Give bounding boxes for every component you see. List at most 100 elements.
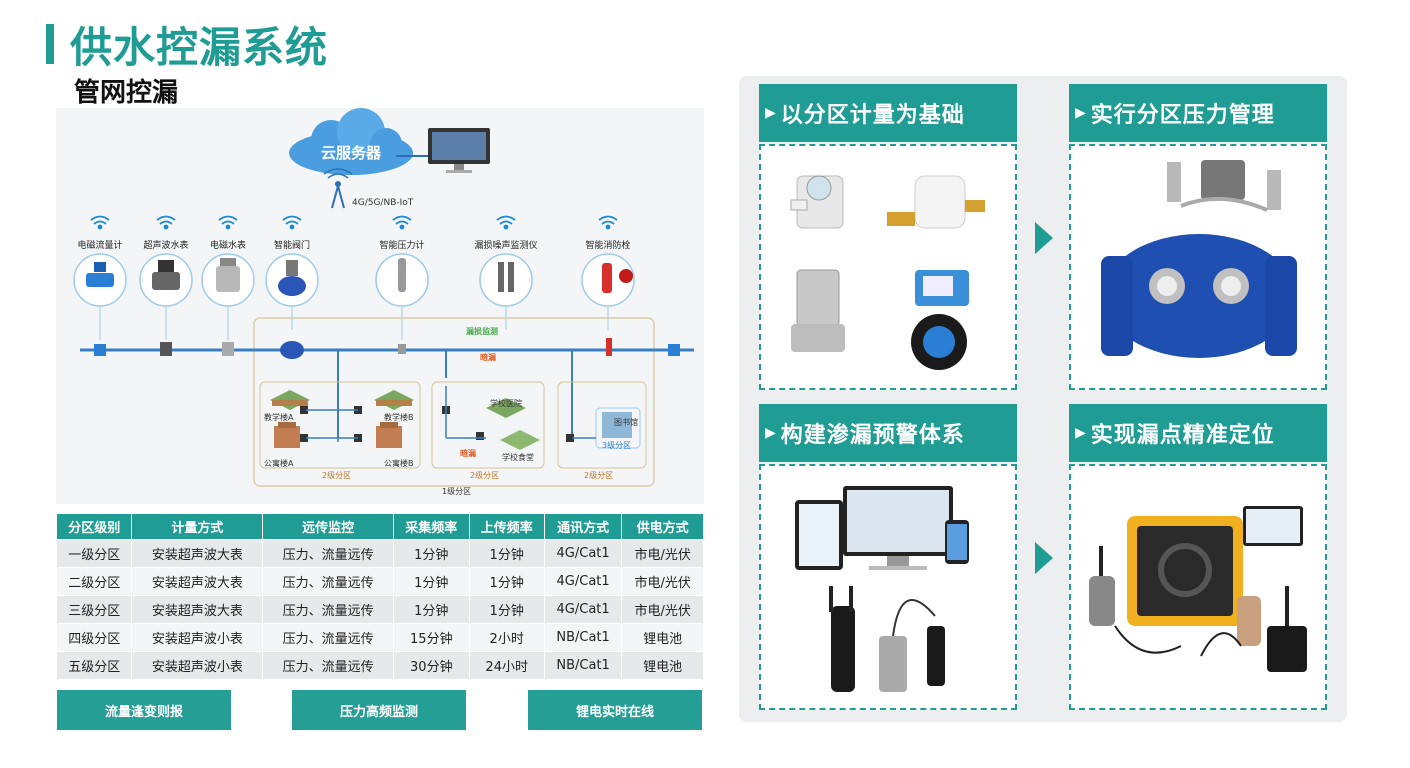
wifi-icons <box>90 215 618 230</box>
table-cell: 1分钟 <box>393 539 470 568</box>
device-label-pressure-gauge: 智能压力计 <box>379 241 425 251</box>
card-header: ▶ 构建渗漏预警体系 <box>759 404 1017 462</box>
table-cell: 安装超声波小表 <box>131 651 264 680</box>
table-cell: 二级分区 <box>55 567 133 596</box>
card-title: 构建渗漏预警体系 <box>780 423 965 448</box>
building-apartment-a: 公寓楼A <box>264 459 294 468</box>
table-cell: 安装超声波大表 <box>131 567 264 596</box>
card-title: 以分区计量为基础 <box>780 103 965 128</box>
triangle-icon: ▶ <box>1075 425 1087 441</box>
zone2-box-c <box>557 381 647 469</box>
card-image-area <box>1069 144 1327 390</box>
feature-flow-change-alert: 流量逢变则报 <box>57 690 231 730</box>
table-cell: 压力、流量远传 <box>262 539 395 568</box>
solution-panel: ▶ 以分区计量为基础 ▶ 实行分区压力管理 <box>739 76 1347 722</box>
device-label-em-water-meter: 电磁水表 <box>209 241 247 251</box>
building-school-hospital: 学校医院 <box>490 399 522 408</box>
device-label-em-flowmeter: 电磁流量计 <box>77 241 123 251</box>
page-title: 供水控漏系统 <box>70 23 329 72</box>
table-cell: 4G/Cat1 <box>543 595 623 624</box>
table-cell: 压力、流量远传 <box>262 595 395 624</box>
zone2-label-a: 2级分区 <box>322 471 352 480</box>
table-cell: 4G/Cat1 <box>543 539 623 568</box>
table-cell: 压力、流量远传 <box>262 567 395 596</box>
zone2-box-a <box>259 381 421 469</box>
feature-battery-online: 锂电实时在线 <box>528 690 702 730</box>
table-cell: 三级分区 <box>55 595 133 624</box>
table-cell: 压力、流量远传 <box>262 623 395 652</box>
card-image-area <box>759 144 1017 390</box>
card-image-area <box>1069 464 1327 710</box>
table-cell: 安装超声波大表 <box>131 595 264 624</box>
table-header-row: 分区级别 计量方式 远传监控 采集频率 上传频率 通讯方式 供电方式 <box>55 513 704 540</box>
building-icons <box>270 390 632 450</box>
device-label-ultrasonic-meter: 超声波水表 <box>143 241 189 251</box>
zone2-label-b: 2级分区 <box>470 471 500 480</box>
triangle-icon: ▶ <box>765 425 777 441</box>
table-cell: 锂电池 <box>621 623 704 652</box>
card-pressure-management: ▶ 实行分区压力管理 <box>1069 84 1327 390</box>
card-leak-location: ▶ 实现漏点精准定位 <box>1069 404 1327 710</box>
table-cell: 2小时 <box>468 623 545 652</box>
table-cell: NB/Cat1 <box>543 651 623 680</box>
zone1-box <box>253 317 655 487</box>
table-row: 五级分区 安装超声波小表 压力、流量远传 30分钟 24小时 NB/Cat1 锂… <box>55 651 704 680</box>
card-title: 实行分区压力管理 <box>1090 103 1275 128</box>
table-header: 通讯方式 <box>543 513 623 540</box>
table-header: 分区级别 <box>55 513 133 540</box>
device-label-smart-valve: 智能阀门 <box>273 241 311 251</box>
table-cell: 1分钟 <box>468 567 545 596</box>
pipe-network-diagram: 云服务器 4G/5G/NB-IoT 电磁流量计 超声波水表 电磁水表 智能阀门 … <box>56 108 704 504</box>
table-cell: 四级分区 <box>55 623 133 652</box>
zone-spec-table: 分区级别 计量方式 远传监控 采集频率 上传频率 通讯方式 供电方式 一级分区 … <box>55 513 704 680</box>
table-cell: 锂电池 <box>621 651 704 680</box>
monitor-icon <box>428 128 490 173</box>
flow-arrow-icon <box>1035 542 1053 574</box>
card-zone-metering: ▶ 以分区计量为基础 <box>759 84 1017 390</box>
table-cell: 4G/Cat1 <box>543 567 623 596</box>
building-library: 图书馆 <box>614 418 638 427</box>
zone3-box <box>595 407 641 449</box>
table-header: 远传监控 <box>262 513 395 540</box>
table-cell: 市电/光伏 <box>621 595 704 624</box>
table-cell: 一级分区 <box>55 539 133 568</box>
table-cell: 1分钟 <box>393 595 470 624</box>
table-cell: 安装超声波小表 <box>131 623 264 652</box>
table-row: 二级分区 安装超声波大表 压力、流量远传 1分钟 1分钟 4G/Cat1 市电/… <box>55 567 704 596</box>
building-teaching-a: 教学楼A <box>264 413 294 422</box>
table-cell: 压力、流量远传 <box>262 651 395 680</box>
table-row: 一级分区 安装超声波大表 压力、流量远传 1分钟 1分钟 4G/Cat1 市电/… <box>55 539 704 568</box>
flow-arrow-icon <box>1035 222 1053 254</box>
table-cell: 15分钟 <box>393 623 470 652</box>
table-cell: 1分钟 <box>393 567 470 596</box>
network-label: 4G/5G/NB-IoT <box>352 198 414 208</box>
hidden-leak-label-2: 暗漏 <box>460 449 476 458</box>
building-apartment-b: 公寓楼B <box>384 459 414 468</box>
table-cell: 安装超声波大表 <box>131 539 264 568</box>
leak-detector-kit-icon <box>1089 506 1307 672</box>
device-label-leak-noise-monitor: 漏损噪声监测仪 <box>474 241 538 251</box>
building-teaching-b: 教学楼B <box>384 413 414 422</box>
table-header: 上传频率 <box>468 513 545 540</box>
cloud-server-label: 云服务器 <box>320 144 381 162</box>
zone2-box-b <box>431 381 545 469</box>
cloud-server-icon <box>289 108 413 175</box>
diagram-graphics <box>73 108 694 487</box>
card-header: ▶ 以分区计量为基础 <box>759 84 1017 142</box>
leak-monitor-label: 漏损监测 <box>466 327 498 336</box>
page-subtitle: 管网控漏 <box>74 78 179 108</box>
table-cell: NB/Cat1 <box>543 623 623 652</box>
table-cell: 五级分区 <box>55 651 133 680</box>
card-leak-warning: ▶ 构建渗漏预警体系 <box>759 404 1017 710</box>
table-cell: 30分钟 <box>393 651 470 680</box>
table-cell: 1分钟 <box>468 539 545 568</box>
table-cell: 24小时 <box>468 651 545 680</box>
table-header: 供电方式 <box>621 513 704 540</box>
device-label-fire-hydrant: 智能消防栓 <box>585 241 631 251</box>
triangle-icon: ▶ <box>1075 105 1087 121</box>
triangle-icon: ▶ <box>765 105 777 121</box>
zone2-label-c: 2级分区 <box>584 471 614 480</box>
pressure-valve-icon <box>1101 160 1297 358</box>
table-cell: 市电/光伏 <box>621 567 704 596</box>
card-image-area <box>759 464 1017 710</box>
